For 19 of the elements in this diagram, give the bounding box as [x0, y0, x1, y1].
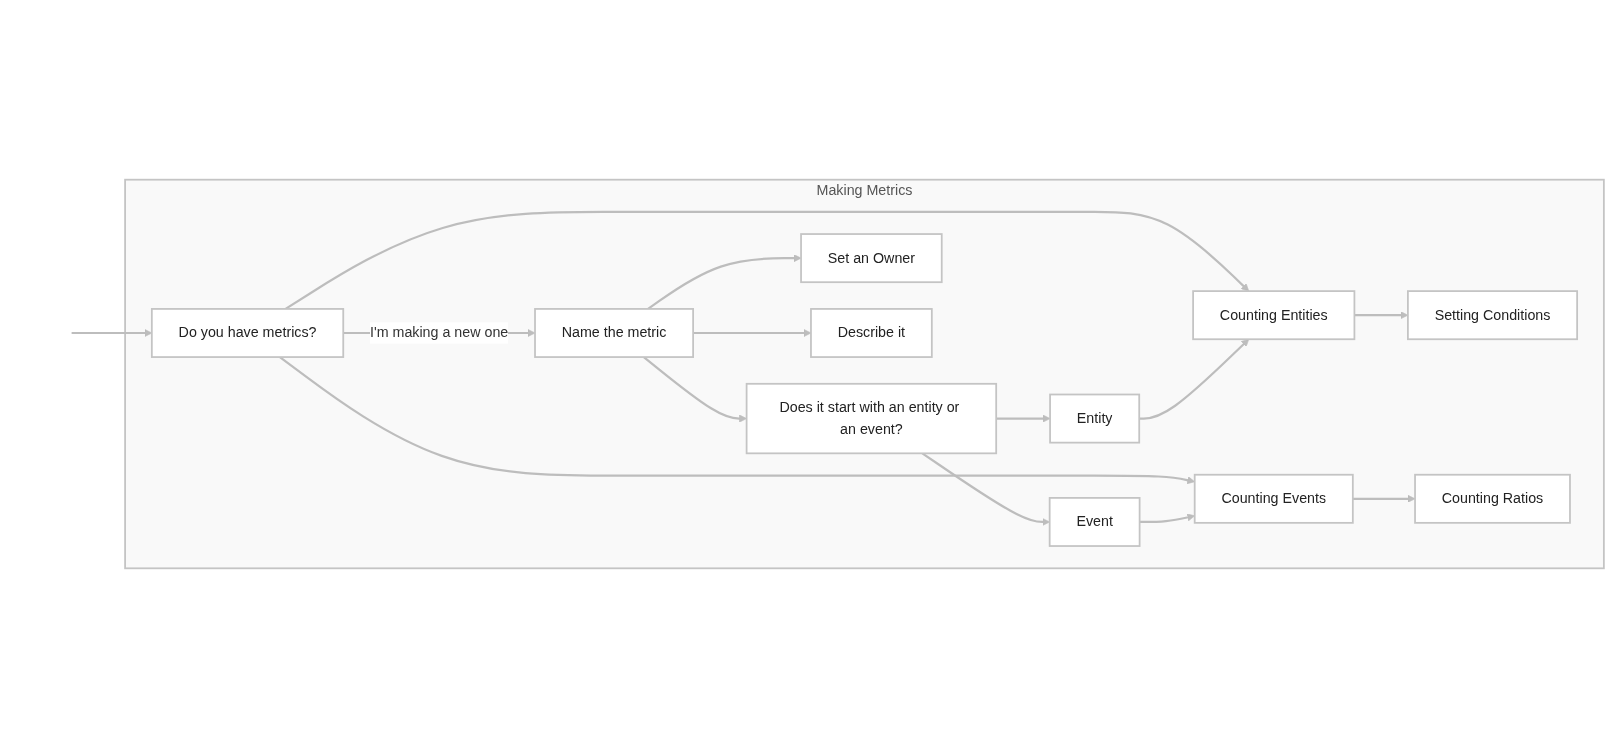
edge-label: I'm making a new one [369, 324, 509, 341]
node-box: Event [1048, 497, 1141, 547]
node-box: Setting Conditions [1407, 290, 1579, 341]
node-box: Describe it [810, 308, 933, 358]
arrow [1352, 494, 1416, 503]
node-box: Counting Ratios [1414, 473, 1571, 524]
node-box: Counting Entities [1192, 290, 1356, 341]
arrow [647, 254, 802, 310]
arrow [285, 210, 1250, 310]
arrow [643, 356, 747, 423]
node-box: Set an Owner [800, 233, 943, 284]
arrow [1139, 338, 1250, 420]
node-box: Do you have metrics? [150, 308, 345, 358]
arrow [921, 452, 1050, 526]
arrow [996, 414, 1051, 423]
node-box: Name the metric [534, 308, 694, 358]
node-box: Does it start with an entity or an event? [745, 382, 998, 455]
node-box: Entity [1049, 393, 1141, 444]
node-box: Counting Events [1193, 473, 1354, 524]
